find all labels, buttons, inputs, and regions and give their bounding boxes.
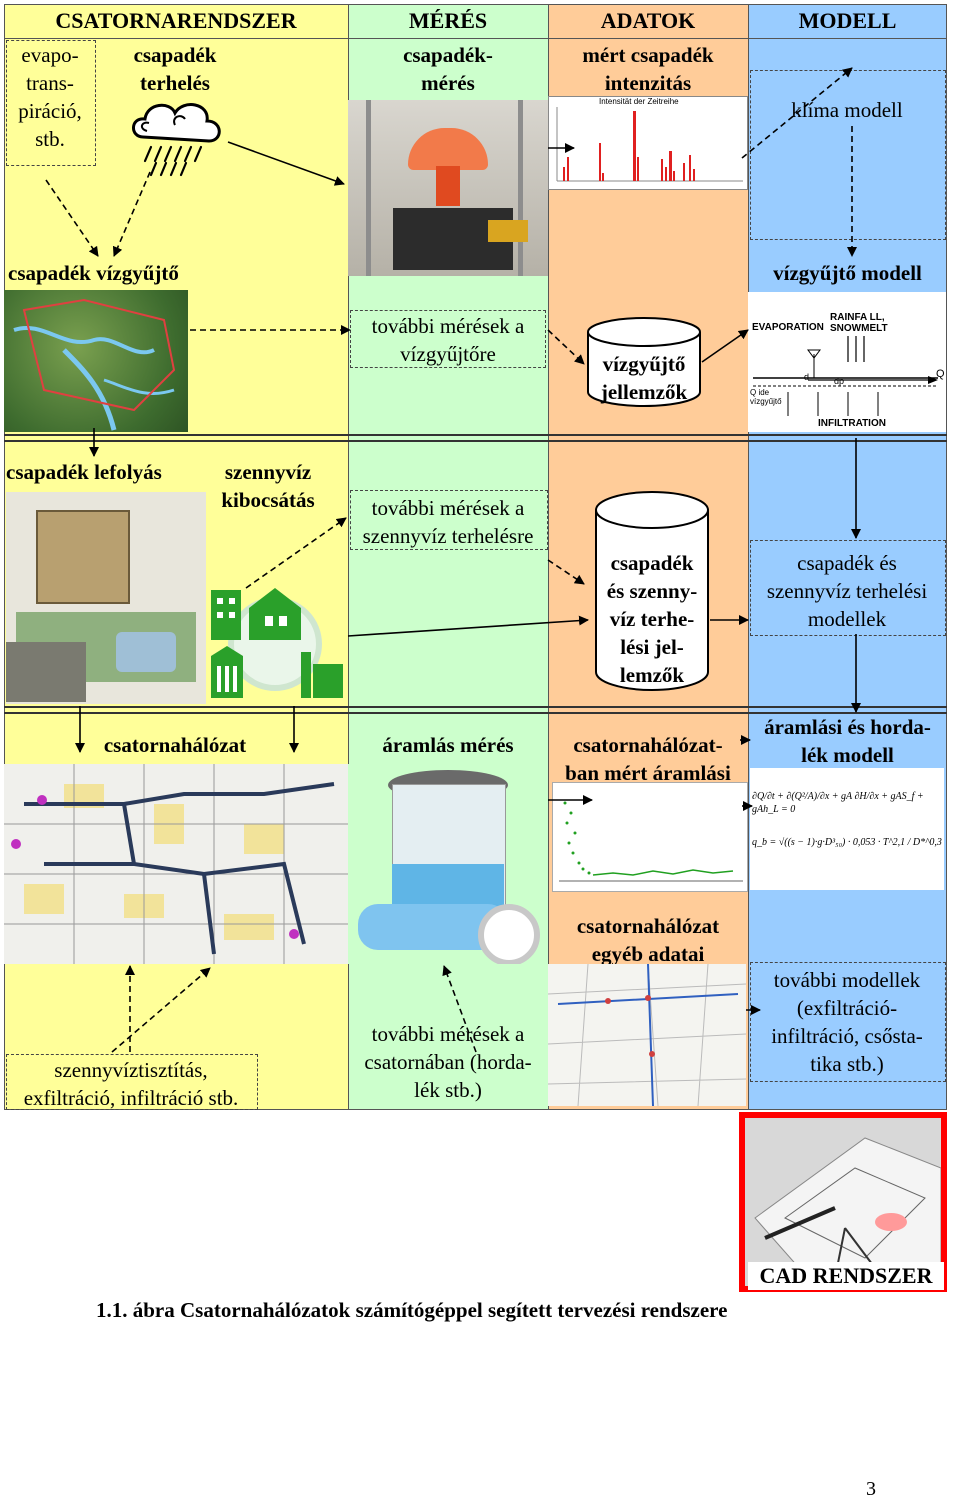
intensity-chart-thumbnail: Intensität der Zeitreihe (548, 96, 748, 190)
rainfall-label: RAINFA LL, SNOWMELT (830, 312, 888, 334)
cad-rendszer-label: CAD RENDSZER (748, 1262, 944, 1290)
terhelesi-modellek-label: csapadék és szennyvíz terhelési modellek (766, 551, 928, 631)
evapotranspiracio-box (6, 40, 96, 166)
sewer-network-map (4, 764, 348, 964)
tovabbi-vizgyujtore-box (350, 310, 546, 368)
header-csatornarendszer: CSATORNARENDSZER (4, 4, 348, 39)
flow-meter-illustration (348, 764, 548, 964)
tovabbi-modellek-box (750, 962, 946, 1082)
col-sep-2 (548, 4, 549, 1110)
header-meres: MÉRÉS (348, 4, 548, 39)
evaporation-label: EVAPORATION (752, 322, 824, 333)
csapadek-terheles-label: csapadék terhelés (133, 43, 217, 95)
infiltration-label: INFILTRATION (818, 418, 886, 429)
col-sep-1 (348, 4, 349, 1110)
sediment-transport-equation: q_b = √((s − 1)·g·D³₅₀) · 0,053 · T^2,1 … (752, 837, 942, 848)
intensity-chart-title: Intensität der Zeitreihe (599, 97, 679, 106)
csapadek-vizgyujto-label: csapadék vízgyűjtő (8, 261, 179, 285)
tovabbi-szennyviz-box (350, 490, 548, 550)
saint-venant-equation: ∂Q/∂t + ∂(Q²/A)/∂x + gA ∂H/∂x + gAS_f + … (752, 791, 924, 815)
hydrology-model-diagram: EVAPORATION RAINFA LL, SNOWMELT INFILTRA… (748, 292, 946, 432)
vizgyujto-modell-label: vízgyűjtő modell (773, 261, 922, 285)
szennyviz-kibocsatas-label: szennyvíz kibocsátás (221, 460, 315, 512)
tovabbi-modellek-label: további modellek (exfiltráció- infiltrác… (771, 968, 923, 1076)
measured-flow-chart (552, 782, 748, 892)
tovabbi-csatorna-label: további mérések a csatornában (horda- lé… (364, 1022, 532, 1102)
mert-intenzitas-label: mért csapadék intenzitás (582, 43, 714, 95)
urban-buildings-icon (211, 588, 343, 698)
header-modell: MODELL (748, 4, 947, 39)
q-side-label: Q ide vízgyűjtő (750, 388, 782, 406)
runoff-illustration (6, 492, 206, 704)
terhelesi-modellek-box (750, 540, 946, 636)
egyeb-adatai-label: csatornahálózat egyéb adatai (576, 914, 720, 966)
equations-box (750, 768, 944, 890)
d-label: d (804, 372, 810, 382)
vizgyujto-jellemzok-cylinder (587, 317, 701, 407)
row-divider-1 (4, 434, 947, 436)
szennyviztisztitas-label: szennyvíztisztítás, exfiltráció, infiltr… (23, 1058, 239, 1110)
aramlasi-modell-label: áramlási és horda- lék modell (764, 715, 931, 767)
network-other-data-map (548, 964, 746, 1106)
header-adatok: ADATOK (548, 4, 748, 39)
outer-border (4, 4, 947, 1110)
evapotranspiracio-label: evapo- trans- piráció, stb. (18, 43, 82, 151)
rain-gauge-photo (348, 100, 548, 276)
csatornahalozat-label: csatornahálózat (103, 733, 247, 757)
klima-modell-label: klíma modell (791, 98, 903, 122)
vizgyujto-jellemzok-label: vízgyűjtő jellemzők (600, 352, 688, 404)
tovabbi-vizgyujtore-label: további mérések a vízgyűjtőre (371, 314, 525, 366)
col-sep-3 (748, 4, 749, 1110)
figure-caption: 1.1. ábra Csatornahálózatok számítógéppe… (96, 1298, 728, 1322)
q-flow-label: Q (936, 368, 945, 380)
tovabbi-szennyviz-label: további mérések a szennyvíz terhelésre (362, 496, 534, 548)
row-divider-2 (4, 440, 947, 442)
column-modell (748, 4, 947, 1110)
catchment-aerial-image (4, 290, 188, 432)
dp-label: dp (834, 376, 845, 386)
terhelesi-jellemzok-label: csapadék és szenny- víz terhe- lési jel-… (606, 551, 698, 687)
rain-cloud-icon (132, 103, 221, 177)
aramlas-meres-label: áramlás mérés (382, 733, 514, 757)
terhelesi-jellemzok-cylinder (595, 491, 709, 691)
szennyviztisztitas-box (6, 1054, 258, 1110)
row-divider-3 (4, 706, 947, 708)
csapadek-lefolyas-label: csapadék lefolyás (6, 460, 162, 484)
csapadekmeres-label: csapadék- mérés (403, 43, 493, 95)
row-divider-4 (4, 712, 947, 714)
page-number: 3 (866, 1478, 876, 1500)
